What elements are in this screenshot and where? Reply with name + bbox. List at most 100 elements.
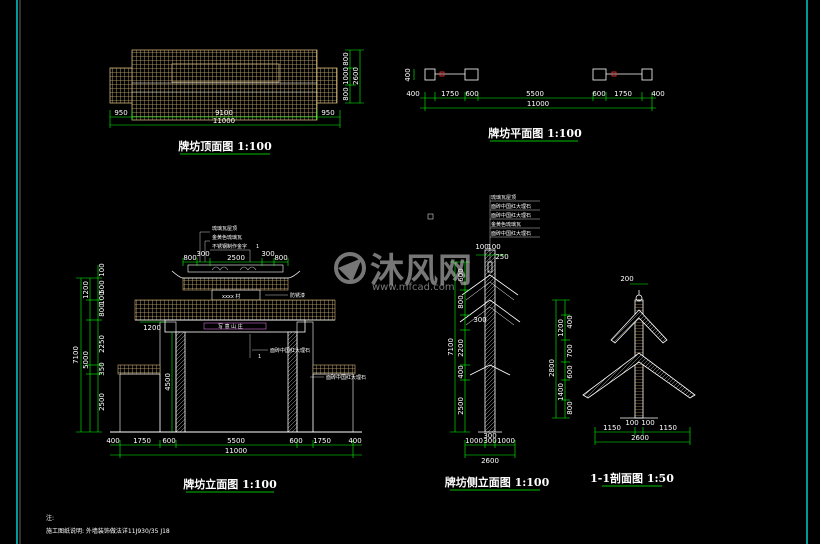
elev-column-dim: 4500 (164, 373, 172, 391)
plan-dim-left: 400 (404, 68, 412, 81)
top-dim-2: 9100 (215, 109, 233, 117)
side-top-dim-1: 100 (475, 243, 488, 251)
elev-beam-text: 写 意 山 庄 (218, 323, 243, 330)
elev-leaders (199, 231, 324, 378)
notes: 注: 施工图纸说明: 外墙装饰做法详11J930/35 J18 (46, 514, 170, 535)
plan-view: 400 1750 600 5500 600 1750 400 11000 400… (404, 68, 665, 142)
top-view-title: 牌坊顶面图 1:100 (178, 139, 272, 153)
side-label-3: 面砖中国红大理石 (491, 212, 531, 219)
elev-left-dim-4: 100 (98, 291, 106, 304)
elev-dim-b7: 400 (348, 437, 361, 445)
side-label-4: 金黄色琉璃瓦 (491, 221, 521, 228)
elev-dim-1200: 1200 (143, 324, 161, 332)
elev-left-dim-1: 1200 (82, 281, 90, 299)
side-labels-box: 琉璃瓦屋顶 面砖中国红大理石 面砖中国红大理石 金黄色琉璃瓦 面砖中国红大理石 (489, 194, 540, 262)
section-bottom-dim-1: 1150 (603, 424, 621, 432)
top-dim-r-total: 2600 (352, 67, 360, 85)
plan-dim-4: 5500 (526, 90, 544, 98)
elev-label-gold-letters: 不锈钢制作金字 (212, 243, 247, 250)
section-dimensions (552, 283, 691, 445)
side-left-dim-1: 600 (457, 268, 465, 281)
plan-drawing (424, 68, 653, 81)
watermark: 沐风网 www.mfcad.com (334, 251, 472, 293)
watermark-text: 沐风网 (370, 251, 472, 291)
elev-dim-b3: 600 (162, 437, 175, 445)
plan-dim-2: 1750 (441, 90, 459, 98)
top-dim-3: 950 (321, 109, 334, 117)
elev-left-sub-1: 5000 (82, 351, 90, 369)
elev-dim-b2: 1750 (133, 437, 151, 445)
side-bottom-total: 2600 (481, 457, 499, 465)
side-bottom-sub: 300 (483, 432, 496, 440)
elev-top-dim-5: 800 (274, 254, 287, 262)
plan-dim-3: 600 (465, 90, 478, 98)
top-dim-1: 950 (114, 109, 127, 117)
section-title: 1-1剖面图 1:50 (590, 471, 674, 485)
elev-label-marble-1: 面砖中国红大理石 (270, 347, 310, 354)
side-left-dim-6: 2500 (457, 397, 465, 415)
elev-label-marble-2: 面砖中国红大理石 (326, 374, 366, 381)
side-left-dim-3: 300 (473, 316, 486, 324)
elev-left-dim-3: 500 (98, 280, 106, 293)
side-bottom-dim-3: 1000 (497, 437, 515, 445)
plan-dim-5: 600 (592, 90, 605, 98)
watermark-url: www.mfcad.com (372, 282, 455, 293)
plan-view-title: 牌坊平面图 1:100 (488, 126, 582, 140)
side-left-dim-5: 400 (457, 365, 465, 378)
top-dim-r2: 1000 (342, 67, 350, 85)
section-dim-3: 700 (566, 344, 574, 357)
side-label-2: 面砖中国红大理石 (491, 203, 531, 210)
elev-left-dim-7: 350 (98, 362, 106, 375)
section-bottom-total: 2600 (631, 434, 649, 442)
elev-dim-total: 11000 (225, 447, 247, 455)
section-dim-1: 400 (566, 315, 574, 328)
elev-label-roof: 琉璃瓦屋顶 (212, 225, 237, 232)
section-view: 200 400 1200 700 600 2800 1400 800 1150 … (548, 275, 696, 487)
elevation-title: 牌坊立面图 1:100 (183, 477, 277, 491)
plan-dim-6: 1750 (614, 90, 632, 98)
elev-top-dim-3: 2500 (227, 254, 245, 262)
elev-dim-b6: 1750 (313, 437, 331, 445)
side-left-dim-total: 7100 (447, 338, 455, 356)
elev-left-dim-6: 2250 (98, 335, 106, 353)
elev-label-paint: 防锈漆 (290, 292, 305, 299)
elev-top-dim-2: 300 (196, 250, 209, 258)
elev-dim-b1: 400 (106, 437, 119, 445)
elev-label-tile: 金黄色琉璃瓦 (212, 234, 242, 241)
elev-dimensions (76, 258, 362, 458)
top-dim-r1: 800 (342, 52, 350, 65)
side-left-dim-2: 800 (457, 295, 465, 308)
side-left-dim-4: 2200 (457, 339, 465, 357)
elev-dim-b4: 5500 (227, 437, 245, 445)
section-drawing (582, 290, 696, 419)
elev-section-mark-bottom: 1 (258, 354, 261, 360)
plan-dim-1: 400 (406, 90, 419, 98)
section-bottom-dim-2: 100 (625, 419, 638, 427)
section-dim-5: 2800 (548, 359, 556, 377)
elev-top-dim-1: 800 (183, 254, 196, 262)
elev-left-dim-2: 100 (98, 263, 106, 276)
section-dim-4: 600 (566, 365, 574, 378)
side-label-5: 面砖中国红大理石 (491, 230, 531, 237)
section-bottom-dim-4: 1150 (659, 424, 677, 432)
elev-left-dim-total: 7100 (72, 346, 80, 364)
section-dim-7: 800 (566, 401, 574, 414)
section-dim-2: 1200 (557, 319, 565, 337)
note-heading: 注: (46, 514, 54, 522)
side-elevation-title: 牌坊侧立面图 1:100 (445, 475, 550, 489)
section-dim-6: 1400 (557, 383, 565, 401)
roof-top-drawing (109, 49, 338, 121)
plan-dimensions (413, 69, 656, 111)
side-label-1: 琉璃瓦屋顶 (491, 194, 516, 201)
side-top-dim-2: 100 (487, 243, 500, 251)
section-bottom-dim-3: 100 (641, 419, 654, 427)
top-dim-r3: 800 (342, 87, 350, 100)
side-bottom-dim-1: 1000 (465, 437, 483, 445)
plan-dim-total: 11000 (527, 100, 549, 108)
elev-left-dim-5: 800 (98, 303, 106, 316)
elev-top-dim-4: 300 (261, 250, 274, 258)
elev-dim-b5: 600 (289, 437, 302, 445)
elev-left-dim-8: 2500 (98, 393, 106, 411)
section-top-dim: 200 (620, 275, 633, 283)
